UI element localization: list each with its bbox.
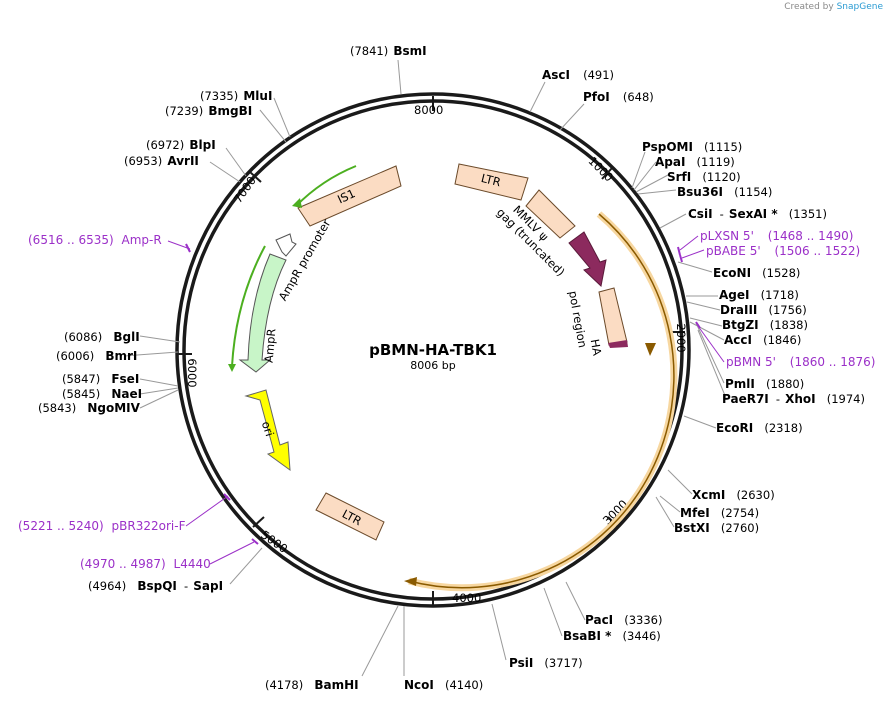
enzyme-leaders bbox=[123, 59, 727, 677]
primer-amp-r: (6516 .. 6535) Amp-R bbox=[28, 233, 162, 247]
enzyme-bamhi: (4178) BamHI bbox=[265, 674, 359, 693]
plasmid-name: pBMN-HA-TBK1 bbox=[369, 341, 497, 359]
enzyme-bsabi: BsaBI * (3446) bbox=[563, 625, 661, 644]
enzyme-ngomiv: (5843) NgoMIV bbox=[38, 397, 141, 416]
ha-label: HA bbox=[588, 338, 605, 357]
primer-labels: (6516 .. 6535) Amp-R pLXSN 5' (1468 .. 1… bbox=[18, 229, 875, 571]
enzyme-acci: AccI (1846) bbox=[724, 329, 801, 348]
tick-marks bbox=[178, 96, 685, 606]
ha-marker bbox=[608, 340, 628, 348]
primer-leaders bbox=[167, 235, 725, 565]
enzyme-bmri: (6006) BmrI bbox=[56, 345, 137, 364]
pol-region-box bbox=[598, 287, 628, 346]
ltr-top-box bbox=[454, 163, 529, 201]
tick-2000: 2000 bbox=[674, 323, 688, 352]
enzyme-bgli: (6086) BglI bbox=[64, 326, 140, 345]
enzyme-btgzi: BtgZI (1838) bbox=[722, 314, 808, 333]
primer-pbabe-5: pBABE 5' (1506 .. 1522) bbox=[706, 244, 860, 258]
enzyme-xcmi: XcmI (2630) bbox=[692, 484, 775, 503]
ampr-label: AmpR bbox=[262, 328, 279, 363]
orange-arc-head-bottom bbox=[404, 577, 417, 586]
ori-label: ori bbox=[259, 419, 277, 438]
enzyme-paer7i-xhoi: PaeR7I - XhoI (1974) bbox=[722, 388, 865, 407]
primer-pbmn-5: pBMN 5' (1860 .. 1876) bbox=[726, 355, 875, 369]
enzyme-bsmi: (7841) BsmI bbox=[350, 40, 427, 59]
snapgene-logo: SnapGene bbox=[836, 2, 883, 12]
enzyme-naei: (5845) NaeI bbox=[62, 383, 142, 402]
enzyme-labels: (7841) BsmI AscI (491) PfoI (648) (7335)… bbox=[38, 40, 865, 693]
plasmid-size: 8006 bp bbox=[410, 359, 455, 372]
enzyme-bstxi: BstXI (2760) bbox=[674, 517, 759, 536]
snapgene-credit: Created by SnapGene bbox=[784, 2, 883, 12]
enzyme-mfei: MfeI (2754) bbox=[680, 502, 759, 521]
enzyme-bmgbi: (7239) BmgBI bbox=[165, 100, 252, 119]
ori-arrow bbox=[244, 389, 291, 472]
enzyme-apai: ApaI (1119) bbox=[655, 151, 735, 170]
enzyme-bsu36i: Bsu36I (1154) bbox=[677, 181, 772, 200]
orange-arc-line bbox=[408, 213, 675, 589]
ampr-promoter-arrow bbox=[275, 233, 297, 257]
tick-8000: 8000 bbox=[414, 103, 443, 117]
ampr-green-arrow-head bbox=[228, 364, 236, 372]
primer-plxsn-5: pLXSN 5' (1468 .. 1490) bbox=[700, 229, 853, 243]
primer-pbr322ori-f: (5221 .. 5240) pBR322ori-F bbox=[18, 519, 186, 533]
enzyme-bspqi-sapi: (4964) BspQI - SapI bbox=[88, 575, 223, 594]
enzyme-draiii: DraIII (1756) bbox=[720, 299, 807, 318]
enzyme-ecori: EcoRI (2318) bbox=[716, 417, 803, 436]
ltr-top-label: LTR bbox=[480, 171, 503, 189]
enzyme-fsei: (5847) FseI bbox=[62, 368, 139, 387]
enzyme-pfoi: PfoI (648) bbox=[583, 86, 654, 105]
is1-label: IS1 bbox=[335, 186, 357, 206]
orange-arc-head-top bbox=[645, 343, 656, 356]
enzyme-econi: EcoNI (1528) bbox=[713, 262, 800, 281]
enzyme-asci: AscI (491) bbox=[542, 64, 614, 83]
enzyme-mlui: (7335) MluI bbox=[200, 85, 272, 104]
pol-region-label: pol region bbox=[566, 290, 590, 349]
tick-6000: 6000 bbox=[185, 358, 199, 387]
enzyme-ncoi: NcoI (4140) bbox=[404, 674, 483, 693]
is1-green-arrow-head bbox=[292, 198, 302, 208]
ampr-arrow bbox=[238, 253, 287, 373]
enzyme-srfi: SrfI (1120) bbox=[667, 166, 741, 185]
orange-arc-feature bbox=[408, 211, 678, 592]
enzyme-paci: PacI (3336) bbox=[585, 609, 663, 628]
enzyme-pspomi: PspOMI (1115) bbox=[642, 136, 742, 155]
enzyme-avrii: (6953) AvrII bbox=[124, 150, 199, 169]
gag-arrow bbox=[568, 231, 607, 287]
primer-marks bbox=[185, 243, 701, 545]
tick-1000: 1000 bbox=[586, 154, 617, 185]
enzyme-psii: PsiI (3717) bbox=[509, 652, 583, 671]
mmlv-box bbox=[525, 189, 576, 239]
ampr-green-arrow bbox=[231, 245, 266, 367]
is1-box bbox=[297, 165, 402, 227]
ltr-bottom-box bbox=[315, 492, 385, 541]
enzyme-agei: AgeI (1718) bbox=[719, 284, 799, 303]
primer-l4440: (4970 .. 4987) L4440 bbox=[80, 557, 211, 571]
tick-4000: 4000 bbox=[452, 591, 481, 605]
enzyme-blpi: (6972) BlpI bbox=[146, 134, 216, 153]
enzyme-csii-sexai: CsiI - SexAI * (1351) bbox=[688, 203, 827, 222]
enzyme-pmli: PmlI (1880) bbox=[725, 373, 804, 392]
